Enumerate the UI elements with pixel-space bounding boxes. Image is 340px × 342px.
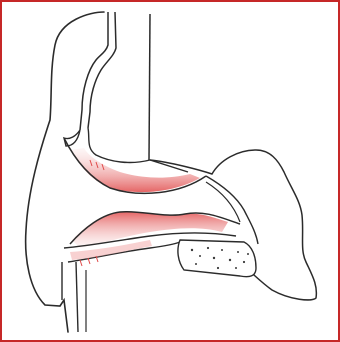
central-line [149, 14, 150, 160]
lower-tube-right [76, 262, 78, 332]
upper-tube [80, 12, 108, 130]
upper-tube-inner [88, 12, 116, 128]
stippled-block [178, 240, 256, 277]
